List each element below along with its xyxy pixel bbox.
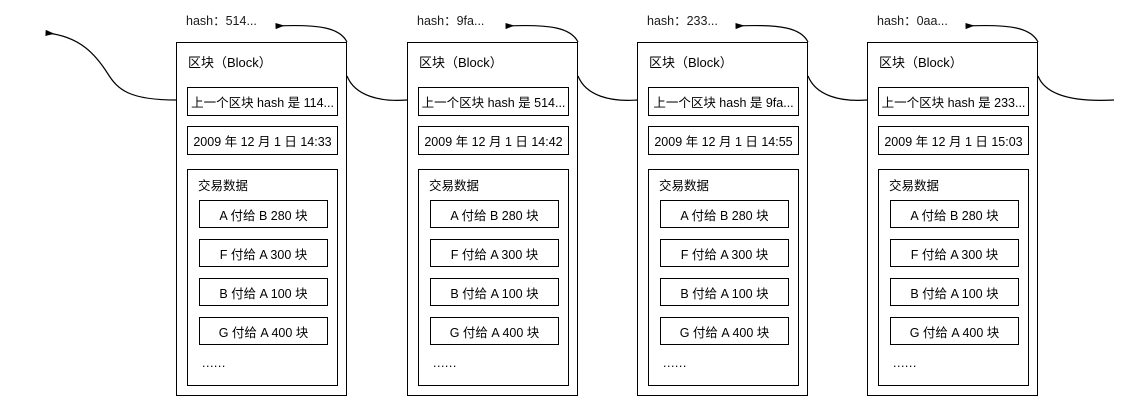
block-hash-label-2: hash：9fa... <box>417 14 485 28</box>
transaction-ellipsis-4: ...... <box>893 356 917 370</box>
block-4[interactable]: 区块（Block） 上一个区块 hash 是 233... 2009 年 12 … <box>867 42 1038 396</box>
block-timestamp-4: 2009 年 12 月 1 日 15:03 <box>878 126 1029 155</box>
block-1[interactable]: 区块（Block） 上一个区块 hash 是 114... 2009 年 12 … <box>176 42 347 396</box>
transaction-ellipsis-3: ...... <box>663 356 687 370</box>
block-title-3: 区块（Block） <box>649 55 733 70</box>
connector-arrow-hash-3 <box>735 22 809 43</box>
block-prev-hash-1: 上一个区块 hash 是 114... <box>187 87 338 116</box>
transaction-row: B 付给 A 100 块 <box>890 278 1019 306</box>
transaction-ellipsis-1: ...... <box>202 356 226 370</box>
connector-link-2-3 <box>577 75 638 101</box>
transaction-row: A 付给 B 280 块 <box>199 200 328 228</box>
transaction-row: B 付给 A 100 块 <box>430 278 559 306</box>
transaction-data-box-1: 交易数据 A 付给 B 280 块 F 付给 A 300 块 B 付给 A 10… <box>187 169 338 386</box>
transaction-row: F 付给 A 300 块 <box>890 239 1019 267</box>
transaction-data-box-3: 交易数据 A 付给 B 280 块 F 付给 A 300 块 B 付给 A 10… <box>648 169 799 386</box>
transaction-data-box-2: 交易数据 A 付给 B 280 块 F 付给 A 300 块 B 付给 A 10… <box>418 169 569 386</box>
transaction-row: A 付给 B 280 块 <box>430 200 559 228</box>
transaction-data-box-4: 交易数据 A 付给 B 280 块 F 付给 A 300 块 B 付给 A 10… <box>878 169 1029 386</box>
connector-link-out-right <box>1037 75 1115 101</box>
transaction-row: F 付给 A 300 块 <box>430 239 559 267</box>
transaction-row: G 付给 A 400 块 <box>199 317 328 345</box>
transaction-row: G 付给 A 400 块 <box>660 317 789 345</box>
transaction-data-label-2: 交易数据 <box>429 179 480 193</box>
transaction-row: A 付给 B 280 块 <box>890 200 1019 228</box>
block-hash-label-1: hash：514... <box>186 14 257 28</box>
block-timestamp-2: 2009 年 12 月 1 日 14:42 <box>418 126 569 155</box>
connector-arrow-hash-4 <box>965 22 1039 43</box>
connector-arrow-hash-2 <box>505 22 579 43</box>
block-prev-hash-4: 上一个区块 hash 是 233... <box>878 87 1029 116</box>
transaction-row: A 付给 B 280 块 <box>660 200 789 228</box>
block-prev-hash-2: 上一个区块 hash 是 514... <box>418 87 569 116</box>
connector-arrow-out-left <box>45 29 177 101</box>
transaction-data-label-3: 交易数据 <box>659 179 710 193</box>
block-hash-label-3: hash：233... <box>647 14 718 28</box>
block-timestamp-3: 2009 年 12 月 1 日 14:55 <box>648 126 799 155</box>
transaction-data-label-1: 交易数据 <box>198 179 249 193</box>
connector-link-1-2 <box>346 75 408 101</box>
block-title-2: 区块（Block） <box>419 55 503 70</box>
transaction-row: B 付给 A 100 块 <box>660 278 789 306</box>
transaction-row: G 付给 A 400 块 <box>890 317 1019 345</box>
block-hash-label-4: hash：0aa... <box>877 14 948 28</box>
transaction-row: F 付给 A 300 块 <box>660 239 789 267</box>
block-title-1: 区块（Block） <box>188 55 272 70</box>
transaction-data-label-4: 交易数据 <box>889 179 940 193</box>
block-timestamp-1: 2009 年 12 月 1 日 14:33 <box>187 126 338 155</box>
transaction-ellipsis-2: ...... <box>433 356 457 370</box>
block-title-4: 区块（Block） <box>879 55 963 70</box>
transaction-row: G 付给 A 400 块 <box>430 317 559 345</box>
block-prev-hash-3: 上一个区块 hash 是 9fa... <box>648 87 799 116</box>
connector-link-3-4 <box>807 75 868 101</box>
block-2[interactable]: 区块（Block） 上一个区块 hash 是 514... 2009 年 12 … <box>407 42 578 396</box>
block-3[interactable]: 区块（Block） 上一个区块 hash 是 9fa... 2009 年 12 … <box>637 42 808 396</box>
transaction-row: F 付给 A 300 块 <box>199 239 328 267</box>
connector-arrow-hash-1 <box>275 22 348 43</box>
transaction-row: B 付给 A 100 块 <box>199 278 328 306</box>
